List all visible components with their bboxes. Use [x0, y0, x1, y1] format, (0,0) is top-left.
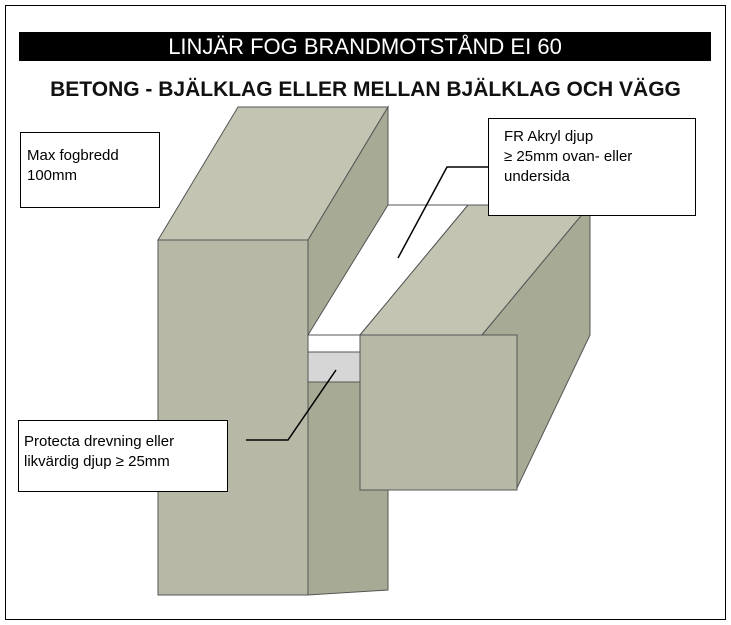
protecta-line1: Protecta drevning eller	[24, 433, 175, 450]
backer-rod	[307, 351, 361, 383]
sealant-front	[307, 334, 361, 353]
protecta-leader-line	[246, 369, 337, 441]
protecta-drevning-label: Protecta drevning eller likvärdig djup ≥…	[18, 420, 228, 492]
left-block-front	[157, 239, 309, 596]
max-joint-width-label: Max fogbredd 100mm	[20, 132, 160, 208]
subtitle: BETONG - BJÄLKLAG ELLER MELLAN BJÄLKLAG …	[50, 78, 681, 101]
acryl-line2: ≥ 25mm ovan- eller	[504, 148, 633, 165]
fr-acryl-label: FR Akryl djup ≥ 25mm ovan- eller undersi…	[488, 118, 696, 216]
protecta-line2: likvärdig djup ≥ 25mm	[24, 453, 170, 470]
acryl-leader-line	[397, 166, 488, 259]
max-width-line1: Max fogbredd	[27, 147, 119, 164]
max-width-line2: 100mm	[27, 167, 78, 184]
acryl-line1: FR Akryl djup	[504, 128, 594, 145]
title-bar: LINJÄR FOG BRANDMOTSTÅND EI 60	[19, 32, 711, 61]
acryl-line3: undersida	[504, 168, 570, 185]
right-block-front	[359, 334, 518, 491]
